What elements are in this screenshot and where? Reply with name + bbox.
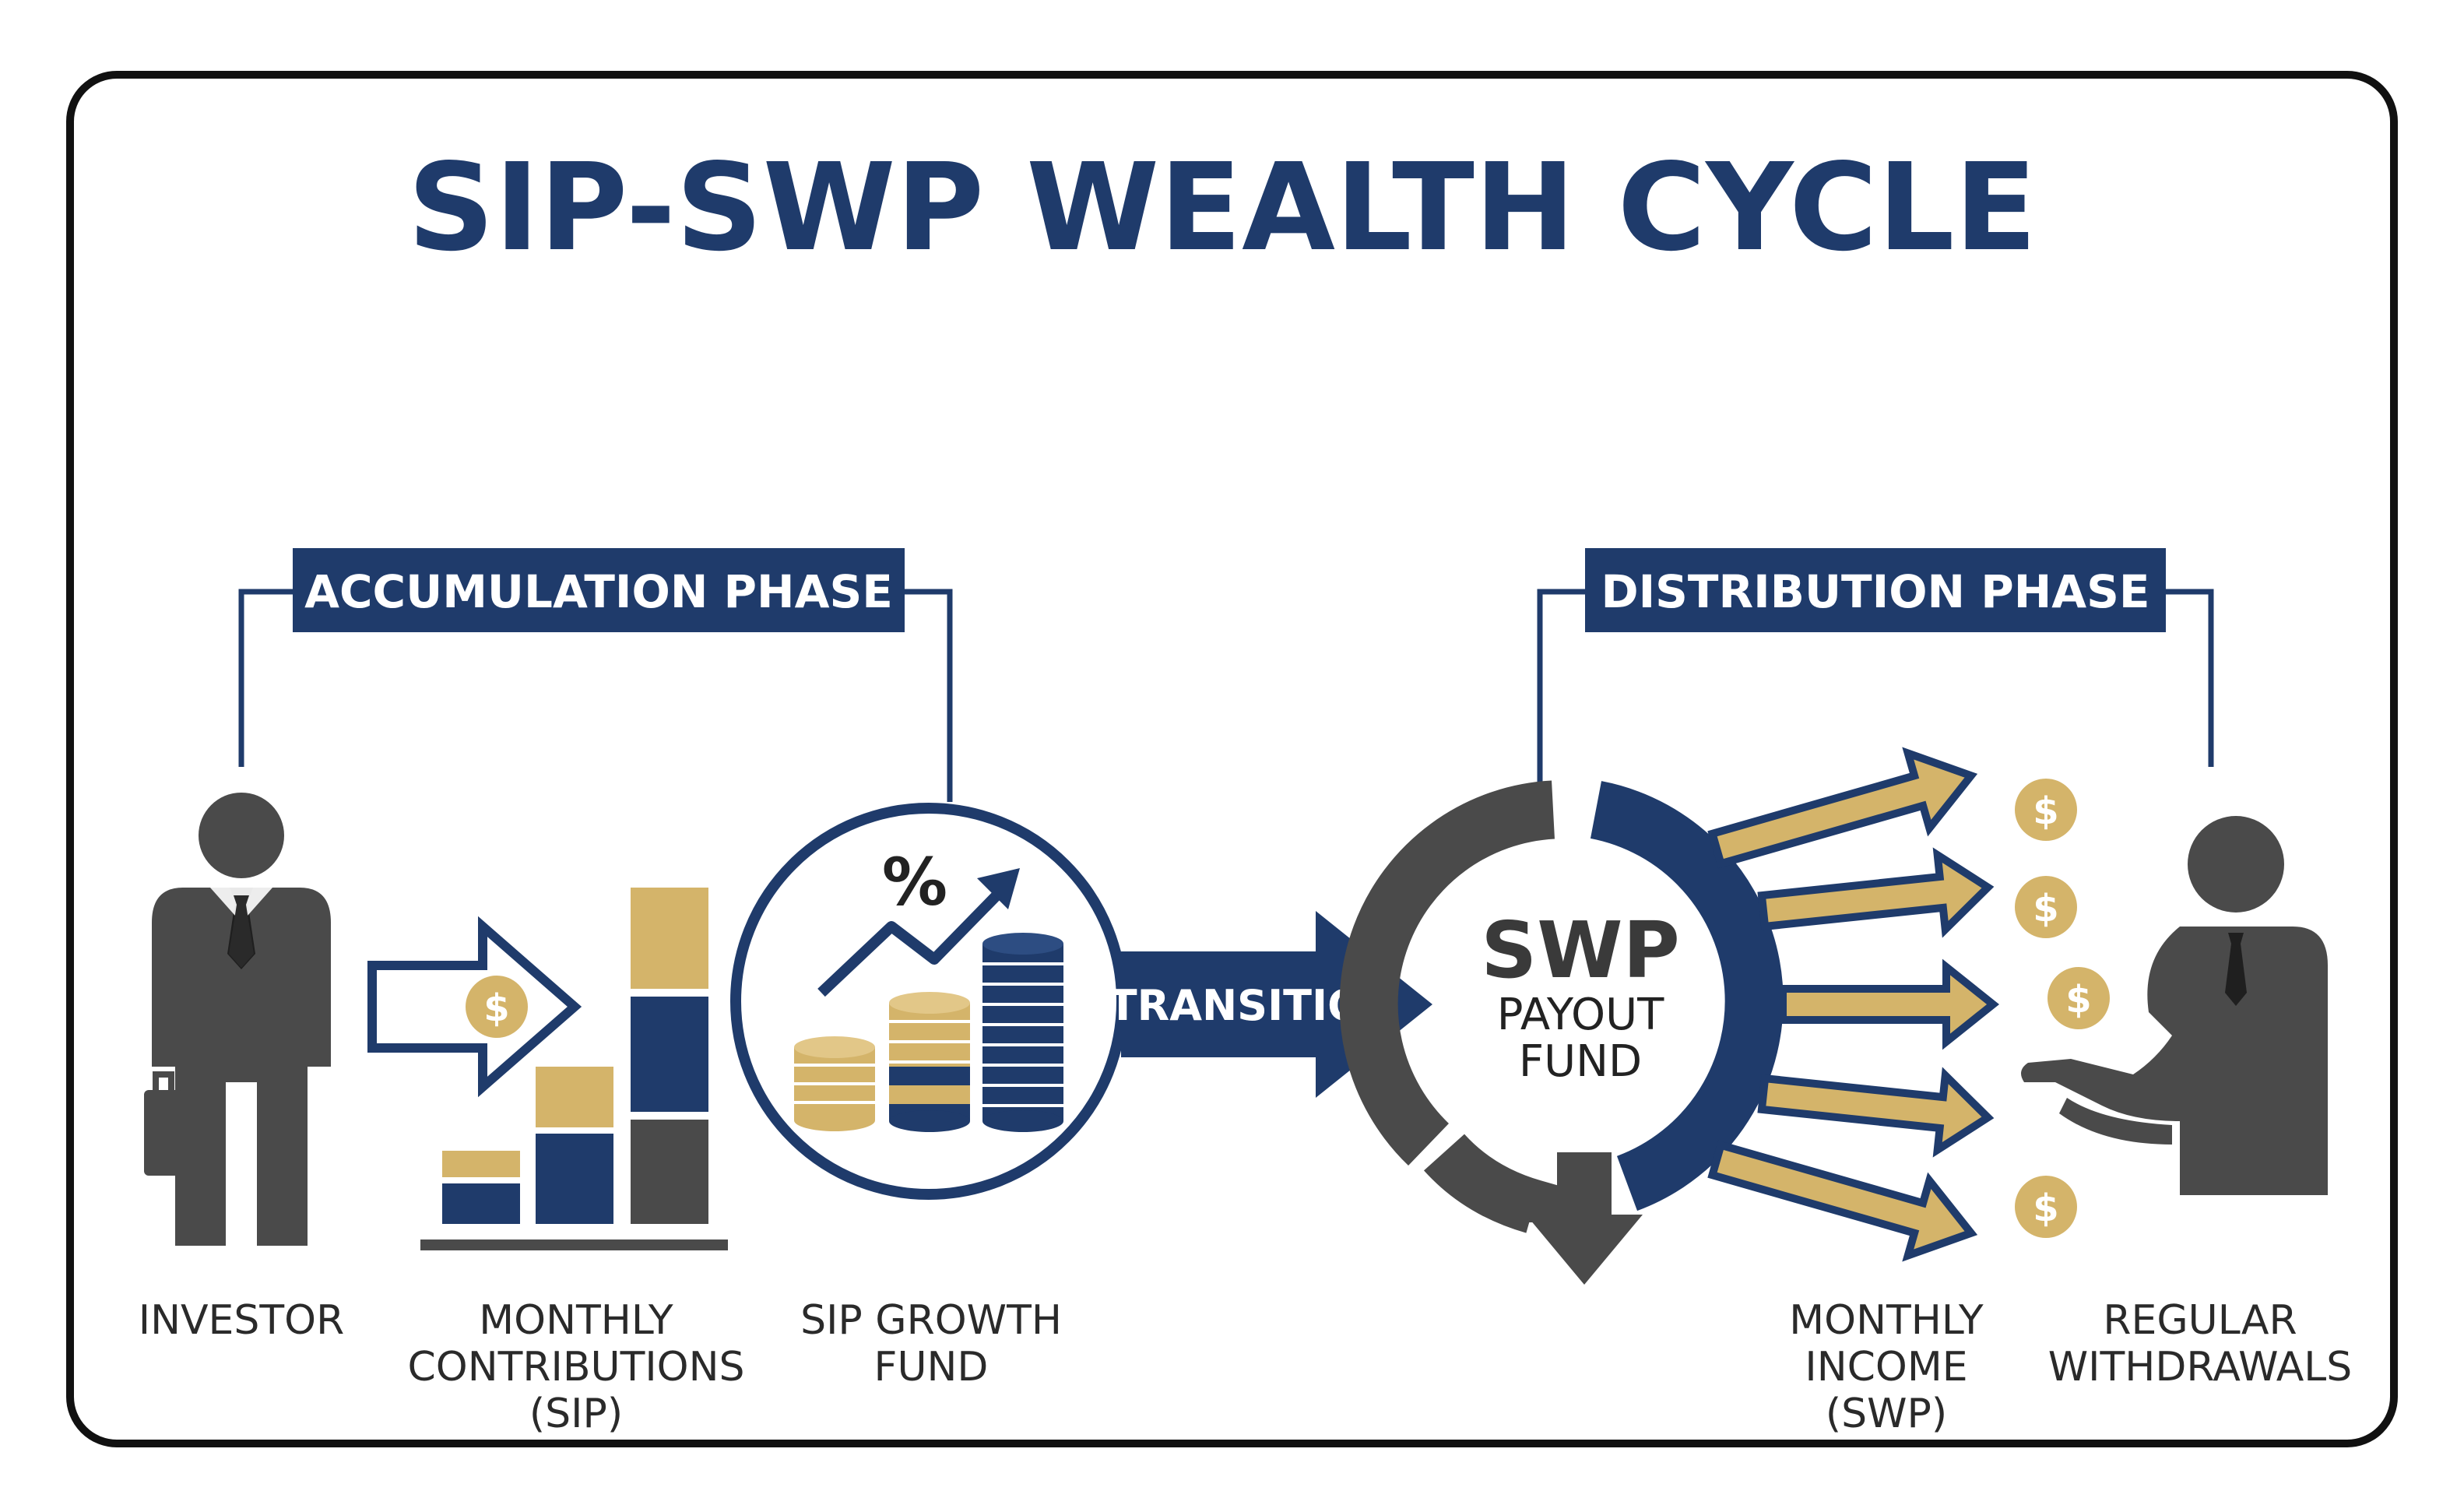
label-monthly-contributions: MONTHLY CONTRIBUTIONS (SIP) [407,1297,744,1437]
swp-fund-line1: PAYOUT [1497,990,1664,1040]
svg-text:(SIP): (SIP) [529,1391,623,1437]
growth-trend-arrow-icon [817,868,1020,997]
label-sip-growth-fund: SIP GROWTH FUND [800,1297,1062,1391]
svg-text:$: $ [2033,887,2058,930]
investor-tie-icon [210,888,272,969]
label-investor: INVESTOR [139,1297,345,1344]
contribution-coin-icon: $ [466,976,528,1038]
svg-text:REGULAR: REGULAR [2103,1297,2297,1344]
swp-fund-title: SWP [1481,905,1680,996]
swp-fund-line2: FUND [1519,1036,1642,1087]
label-monthly-income: MONTHLY INCOME (SWP) [1789,1297,1984,1437]
payout-coin-icon-2: $ [2015,876,2077,938]
svg-text:MONTHLY: MONTHLY [1789,1297,1984,1344]
payout-coin-icon-4: $ [2015,1176,2077,1238]
svg-text:WITHDRAWALS: WITHDRAWALS [2048,1344,2353,1391]
svg-text:MONTHLY: MONTHLY [479,1297,673,1344]
frame-border [66,71,2398,1447]
recipient-person-icon [2021,816,2328,1195]
payout-coin-icon-1: $ [2015,779,2077,841]
accumulation-bracket [238,589,953,802]
svg-text:$: $ [2033,789,2058,833]
accumulation-phase-banner [293,548,905,632]
svg-text:(SWP): (SWP) [1826,1391,1947,1437]
payout-coin-icon-3: $ [2047,967,2110,1029]
svg-text:$: $ [2033,1187,2058,1230]
svg-text:CONTRIBUTIONS: CONTRIBUTIONS [407,1344,744,1391]
payout-arrows-icon [1707,747,2000,1262]
accumulation-phase-label: ACCUMULATION PHASE [304,565,893,618]
distribution-phase-label: DISTRIBUTION PHASE [1601,565,2149,618]
recipient-tie-icon [2225,933,2247,1006]
percent-symbol: % [882,844,947,920]
svg-text:INCOME: INCOME [1805,1344,1967,1391]
svg-text:$: $ [483,986,509,1030]
diagram-title: SIP-SWP WEALTH CYCLE [408,137,2037,278]
swp-payout-fund-ring [1339,780,1784,1285]
distribution-phase-banner [1585,548,2166,632]
investor-person-icon [144,793,331,1246]
distribution-bracket [1537,589,2214,810]
svg-text:FUND: FUND [874,1344,989,1391]
svg-text:$: $ [2065,978,2091,1022]
label-regular-withdrawals: REGULAR WITHDRAWALS [2048,1297,2353,1391]
coin-stacks-icon [794,933,1063,1132]
svg-text:SIP GROWTH: SIP GROWTH [800,1297,1062,1344]
svg-text:INVESTOR: INVESTOR [139,1297,345,1344]
contributions-bar-chart-icon [420,888,728,1250]
